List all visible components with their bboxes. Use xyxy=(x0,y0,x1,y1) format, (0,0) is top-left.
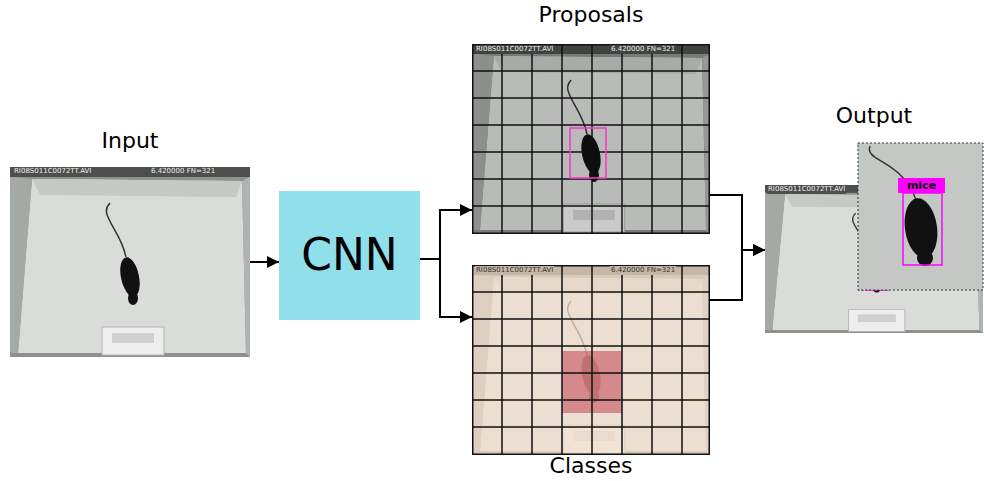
box-label: CNN xyxy=(301,229,398,282)
flow-arrow xyxy=(710,250,765,300)
flow-arrow xyxy=(710,195,765,250)
video-stamp: 6.420000 FN=321 xyxy=(150,167,216,176)
output-photo xyxy=(765,143,983,333)
video-stamp: RI08S011C0072TT.AVI xyxy=(475,45,554,54)
flow-arrow xyxy=(250,261,279,263)
input-photo xyxy=(10,167,250,357)
video-stamp: 6.420000 FN=321 xyxy=(610,45,676,54)
image-panel: Proposals xyxy=(472,2,710,234)
panel-heading: Output xyxy=(836,103,912,129)
flow-arrow xyxy=(420,210,472,259)
class-tag: mice xyxy=(898,178,945,193)
flow-arrow xyxy=(420,259,472,317)
panel-heading: Proposals xyxy=(539,2,644,28)
video-stamp: 6.420000 FN=321 xyxy=(610,266,676,275)
proposals-photo xyxy=(472,44,710,234)
classes-photo xyxy=(472,265,710,455)
video-stamp: RI08S011C0072TT.AVI xyxy=(475,266,554,275)
image-panel: Output xyxy=(765,103,983,333)
image-panel: Classes xyxy=(472,265,710,479)
panel-heading: Classes xyxy=(550,453,633,479)
video-stamp: RI08S011C0072TT.AVI xyxy=(13,167,92,176)
video-stamp: RI08S011C0072TT.AVI xyxy=(767,185,846,194)
image-panel: Input xyxy=(10,128,250,357)
process-box: CNN xyxy=(279,191,420,320)
panel-heading: Input xyxy=(102,128,159,154)
